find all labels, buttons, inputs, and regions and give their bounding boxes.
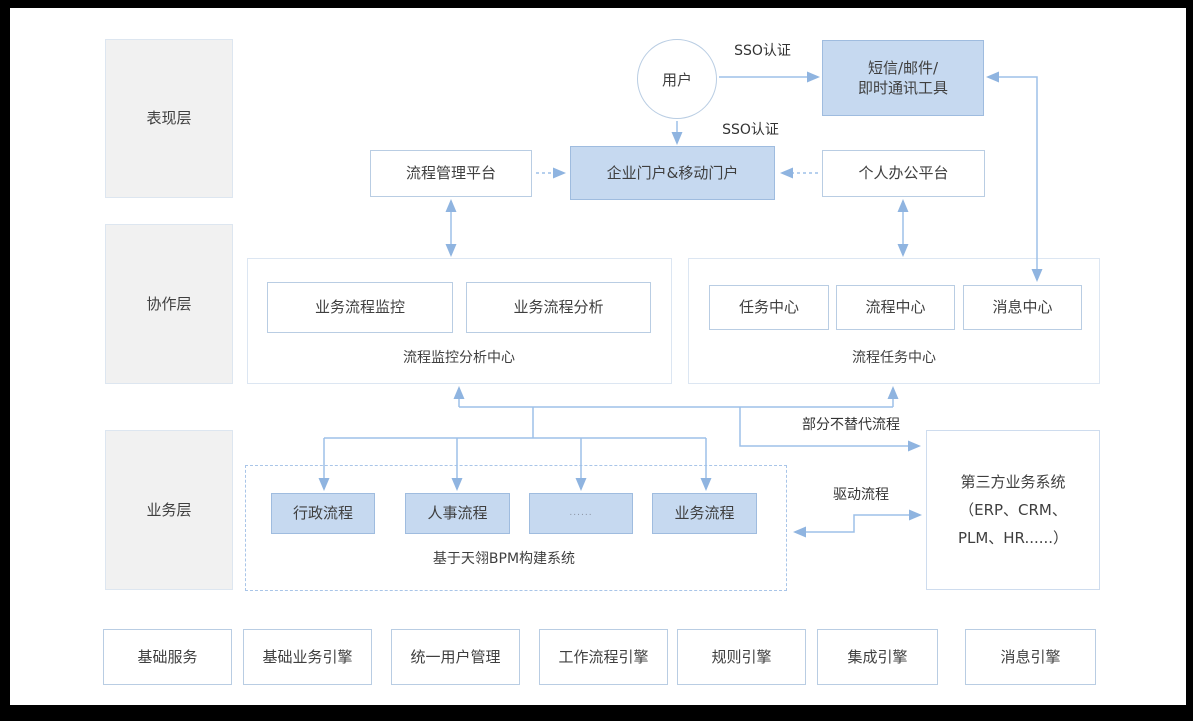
basic-business-engine-label: 基础业务引擎 <box>262 647 353 666</box>
workflow-engine-box: 工作流程引擎 <box>539 629 668 685</box>
business-process-label: 业务流程 <box>674 504 735 523</box>
foundation-services-box: 基础服务 <box>103 629 232 685</box>
sms-email-im-line2: 即时通讯工具 <box>857 79 948 97</box>
process-management-platform-box: 流程管理平台 <box>370 150 532 197</box>
admin-process-box: 行政流程 <box>271 493 375 534</box>
bpm-system-caption: 基于天翎BPM构建系统 <box>432 551 576 567</box>
layer-label-presentation-text: 表现层 <box>146 109 192 128</box>
basic-business-engine-box: 基础业务引擎 <box>243 629 372 685</box>
message-center-box: 消息中心 <box>963 285 1082 330</box>
hr-process-box: 人事流程 <box>405 493 510 534</box>
unified-user-management-label: 统一用户管理 <box>410 647 501 666</box>
layer-label-presentation: 表现层 <box>105 39 233 198</box>
layer-label-collaboration: 协作层 <box>105 224 233 384</box>
sso-label-top: SSO认证 <box>734 43 791 59</box>
sms-email-im-line1: 短信/邮件/ <box>867 58 939 77</box>
process-center-box: 流程中心 <box>836 285 955 330</box>
arrow-partial-to-thirdparty <box>739 407 921 452</box>
process-monitor-label: 业务流程监控 <box>314 298 405 317</box>
ellipsis-process-label: ...... <box>569 508 593 519</box>
user-circle: 用户 <box>637 39 717 119</box>
unified-user-management-box: 统一用户管理 <box>391 629 520 685</box>
rule-engine-box: 规则引擎 <box>677 629 806 685</box>
hr-process-label: 人事流程 <box>427 504 488 523</box>
layer-label-collaboration-text: 协作层 <box>146 294 192 313</box>
process-management-platform-label: 流程管理平台 <box>405 164 496 183</box>
arrow-sms-message-center <box>986 71 1043 282</box>
process-analysis-label: 业务流程分析 <box>513 298 604 317</box>
third-party-line3: PLM、HR......） <box>957 529 1069 547</box>
third-party-line2: （ERP、CRM、 <box>959 501 1067 519</box>
sms-email-im-box: 短信/邮件/ 即时通讯工具 <box>822 40 984 116</box>
integration-engine-label: 集成引擎 <box>847 647 908 666</box>
enterprise-mobile-portal-box: 企业门户&移动门户 <box>570 146 775 200</box>
arrow-drive-process-bidir <box>793 509 922 538</box>
task-center-label: 任务中心 <box>738 298 799 317</box>
enterprise-mobile-portal-label: 企业门户&移动门户 <box>606 163 739 182</box>
third-party-line1: 第三方业务系统 <box>960 473 1066 491</box>
partial-non-replace-label: 部分不替代流程 <box>802 417 900 433</box>
process-center-label: 流程中心 <box>865 298 926 317</box>
foundation-services-label: 基础服务 <box>137 647 198 666</box>
ellipsis-process-box: ...... <box>529 493 633 534</box>
third-party-systems-box: 第三方业务系统 （ERP、CRM、 PLM、HR......） <box>926 430 1100 590</box>
process-analysis-box: 业务流程分析 <box>466 282 651 333</box>
admin-process-label: 行政流程 <box>292 504 353 523</box>
process-monitor-box: 业务流程监控 <box>267 282 453 333</box>
rule-engine-label: 规则引擎 <box>711 647 772 666</box>
process-task-center-caption: 流程任务中心 <box>852 350 936 366</box>
task-center-box: 任务中心 <box>709 285 829 330</box>
message-engine-label: 消息引擎 <box>1000 647 1061 666</box>
layer-label-business: 业务层 <box>105 430 233 590</box>
sso-label-mid: SSO认证 <box>722 122 779 138</box>
user-label: 用户 <box>661 70 692 89</box>
business-process-box: 业务流程 <box>652 493 757 534</box>
drive-process-label: 驱动流程 <box>833 487 889 503</box>
message-center-label: 消息中心 <box>992 298 1053 317</box>
monitor-analysis-center-caption: 流程监控分析中心 <box>403 350 515 366</box>
personal-office-platform-label: 个人办公平台 <box>858 164 949 183</box>
personal-office-platform-box: 个人办公平台 <box>822 150 985 197</box>
integration-engine-box: 集成引擎 <box>817 629 938 685</box>
layer-label-business-text: 业务层 <box>146 500 192 519</box>
workflow-engine-label: 工作流程引擎 <box>558 647 649 666</box>
message-engine-box: 消息引擎 <box>965 629 1096 685</box>
